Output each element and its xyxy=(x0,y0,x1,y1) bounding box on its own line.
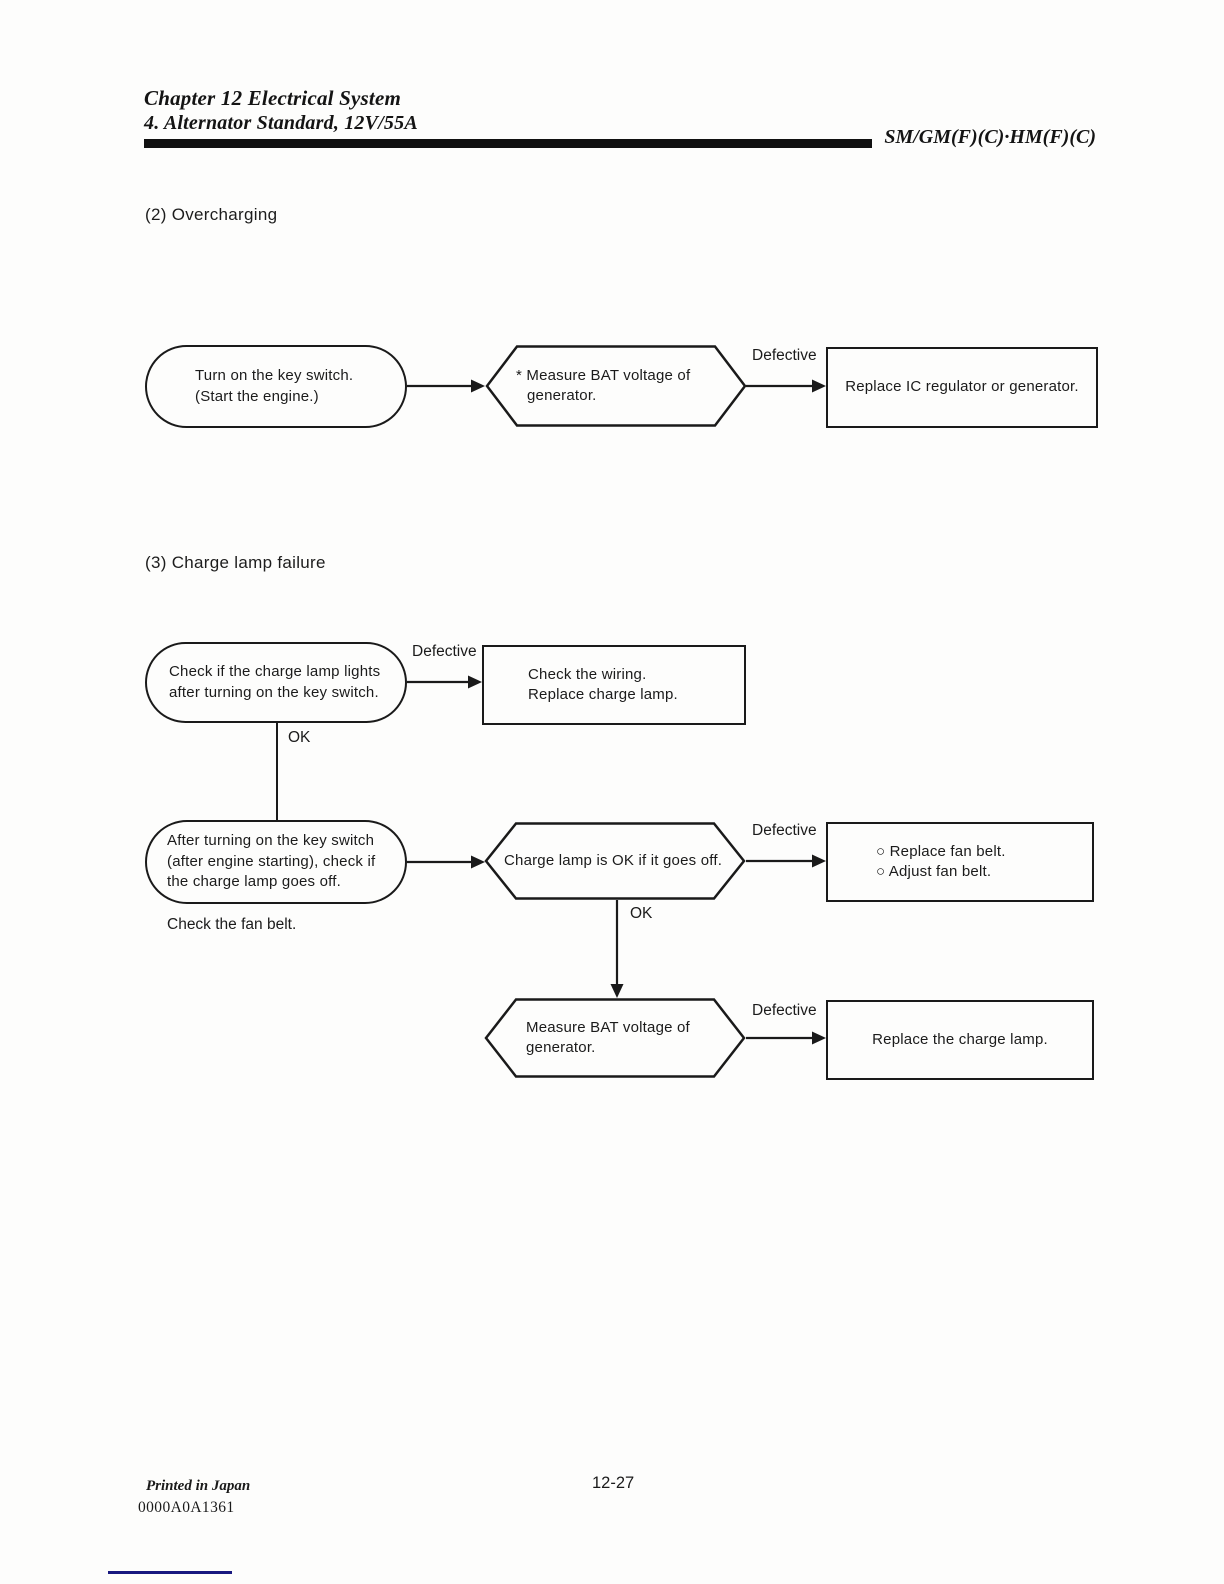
flow-arrow-right-icon xyxy=(407,379,485,393)
section-heading-overcharging: (2) Overcharging xyxy=(145,205,278,224)
flow-step3-action-text: Replace the charge lamp. xyxy=(872,1030,1048,1048)
defective-label: Defective xyxy=(412,643,477,660)
document-code: 0000A0A1361 xyxy=(138,1499,235,1516)
ok-label: OK xyxy=(630,905,653,922)
flow-step3-check-node: Measure BAT voltage of generator. xyxy=(484,998,746,1078)
flow-connector-line xyxy=(276,722,279,820)
flow-arrow-right-icon xyxy=(407,855,485,869)
flow-step3-check-text: Measure BAT voltage of generator. xyxy=(526,1018,690,1057)
chapter-title: Chapter 12 Electrical System xyxy=(144,86,402,110)
flow-step3-action-node: Replace the charge lamp. xyxy=(826,1000,1094,1080)
flow-arrow-down-icon xyxy=(610,900,624,998)
hexagon-shape xyxy=(484,998,746,1078)
fan-belt-note: Check the fan belt. xyxy=(167,916,297,933)
flow-step2-check-node: Charge lamp is OK if it goes off. xyxy=(484,822,746,900)
ok-label: OK xyxy=(288,729,311,746)
page-number: 12-27 xyxy=(592,1474,635,1492)
flow-step2-text: After turning on the key switch (after e… xyxy=(167,832,376,891)
flow-step2-action-node: ○ Replace fan belt. ○ Adjust fan belt. xyxy=(826,822,1094,902)
hexagon-shape xyxy=(484,822,746,900)
header-rule xyxy=(144,139,872,148)
flow-step2-action-text: ○ Replace fan belt. ○ Adjust fan belt. xyxy=(876,842,1006,881)
flow-measure-node: * Measure BAT voltage of generator. xyxy=(485,345,747,427)
flow-step2-check-text: Charge lamp is OK if it goes off. xyxy=(504,851,723,869)
flow-arrow-right-icon xyxy=(746,854,826,868)
section-heading-charge-lamp: (3) Charge lamp failure xyxy=(145,553,326,572)
flow-step1-text: Check if the charge lamp lights after tu… xyxy=(169,663,381,701)
flow-start-text: Turn on the key switch. (Start the engin… xyxy=(195,367,354,405)
flow-step1-action-node: Check the wiring. Replace charge lamp. xyxy=(482,645,746,725)
flow-step2-node: After turning on the key switch (after e… xyxy=(145,820,407,904)
flow-action-text: Replace IC regulator or generator. xyxy=(845,378,1079,396)
flow-step1-node: Check if the charge lamp lights after tu… xyxy=(145,642,407,723)
flow-start-node: Turn on the key switch. (Start the engin… xyxy=(145,345,407,428)
defective-label: Defective xyxy=(752,1002,817,1019)
model-code: SM/GM(F)(C)·HM(F)(C) xyxy=(884,126,1096,148)
flow-arrow-right-icon xyxy=(746,1031,826,1045)
flow-arrow-right-icon xyxy=(746,379,826,393)
flow-step1-action-text: Check the wiring. Replace charge lamp. xyxy=(528,665,678,704)
flow-arrow-right-icon xyxy=(407,675,482,689)
footer-rule xyxy=(108,1571,232,1574)
defective-label: Defective xyxy=(752,822,817,839)
defective-label: Defective xyxy=(752,347,817,364)
hexagon-shape xyxy=(485,345,747,427)
subsection-title: 4. Alternator Standard, 12V/55A xyxy=(144,112,418,134)
printed-in-japan: Printed in Japan xyxy=(146,1478,251,1494)
flow-measure-text: * Measure BAT voltage of generator. xyxy=(516,366,691,405)
flow-action-node: Replace IC regulator or generator. xyxy=(826,347,1098,428)
